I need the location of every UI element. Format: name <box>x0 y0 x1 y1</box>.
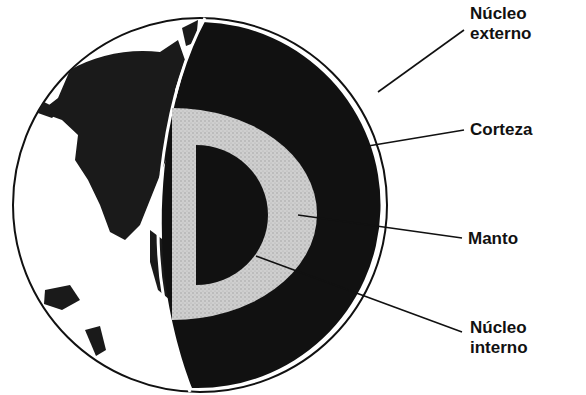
part-label: Núcleo externo <box>470 4 565 43</box>
cut-face <box>162 22 381 388</box>
globe <box>13 18 387 392</box>
part-label: Núcleo interno <box>470 318 565 357</box>
part-label: Manto <box>468 229 563 249</box>
part-label: Corteza <box>470 120 565 140</box>
inner-core <box>196 145 268 285</box>
leader-lines <box>256 30 464 332</box>
mantle-band <box>172 108 317 320</box>
